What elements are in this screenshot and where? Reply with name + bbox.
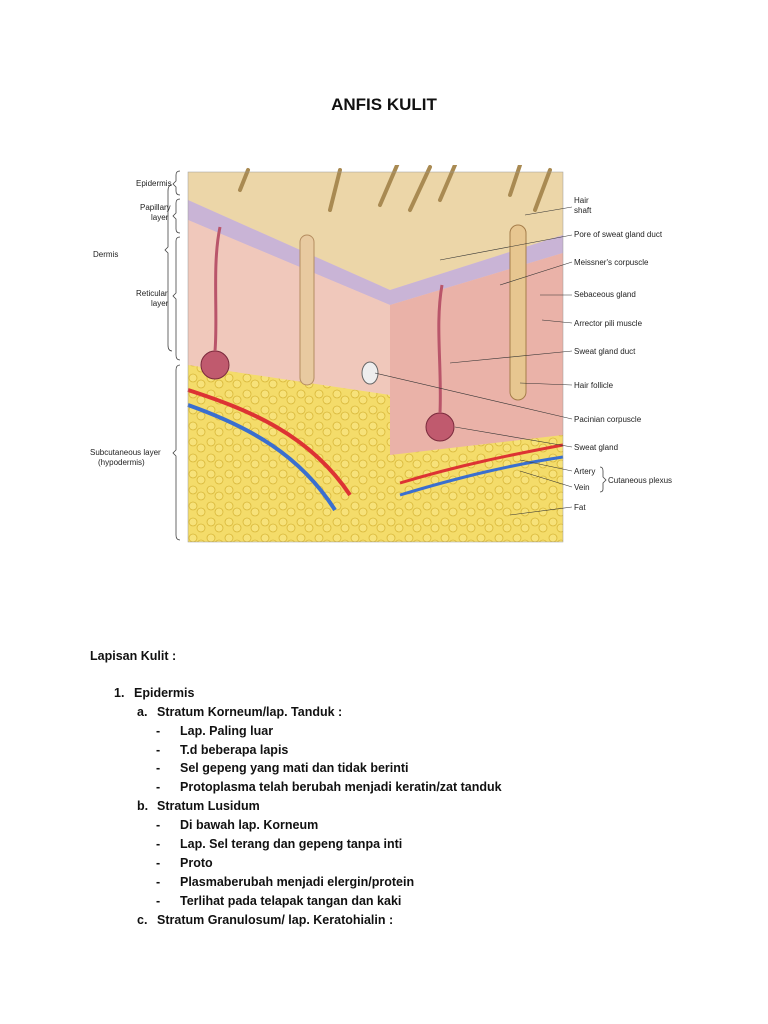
- list-marker: -: [156, 742, 161, 757]
- list-marker: a.: [137, 704, 148, 719]
- list-item-text: Di bawah lap. Korneum: [180, 818, 319, 833]
- label-pacinian: Pacinian corpuscle: [574, 415, 642, 424]
- list-item: - Terlihat pada telapak tangan dan kaki: [90, 892, 690, 911]
- list-item-text: Sel gepeng yang mati dan tidak berinti: [180, 761, 409, 776]
- sweat-gland-right: [425, 412, 455, 442]
- list-marker: -: [156, 874, 161, 889]
- list-marker: c.: [137, 912, 148, 927]
- label-reticular-1: Reticular: [136, 289, 168, 298]
- epidermis-band: [188, 200, 390, 305]
- list-item: - Sel gepeng yang mati dan tidak berinti: [90, 759, 690, 778]
- label-subcutaneous-1: Subcutaneous layer: [90, 448, 161, 457]
- label-papillary-1: Papillary: [140, 203, 171, 212]
- list-item-text: Protoplasma telah berubah menjadi kerati…: [180, 780, 502, 795]
- list-item-text: Proto: [180, 855, 213, 870]
- list-marker: -: [156, 837, 161, 852]
- label-reticular-2: layer: [151, 299, 169, 308]
- list-item: - Di bawah lap. Korneum: [90, 816, 690, 835]
- skin-surface: [188, 172, 563, 290]
- list-item-text: Stratum Granulosum/ lap. Keratohialin :: [157, 912, 394, 927]
- label-sweat-gland: Sweat gland: [574, 443, 618, 452]
- list-marker: -: [156, 893, 161, 908]
- skin-diagram-figure: Epidermis Papillary layer Dermis Reticul…: [80, 165, 690, 550]
- list-item: - Lap. Sel terang dan gepeng tanpa inti: [90, 835, 690, 854]
- list-marker: 1.: [114, 685, 125, 700]
- vein-vessel: [187, 403, 337, 512]
- sweat-gland-left: [200, 350, 230, 380]
- list-item-text: Lap. Sel terang dan gepeng tanpa inti: [180, 837, 403, 852]
- hairs: [238, 165, 552, 212]
- label-hair-shaft-2: shaft: [574, 206, 592, 215]
- list-marker: -: [156, 818, 161, 833]
- label-vein: Vein: [574, 483, 590, 492]
- list-marker: -: [156, 780, 161, 795]
- label-dermis: Dermis: [93, 250, 118, 259]
- list-item: - T.d beberapa lapis: [90, 741, 690, 760]
- list-item: - Protoplasma telah berubah menjadi kerat…: [90, 778, 690, 797]
- label-arrector: Arrector pili muscle: [574, 319, 643, 328]
- list-item-text: T.d beberapa lapis: [180, 742, 289, 757]
- label-fat: Fat: [574, 503, 586, 512]
- label-hair-follicle: Hair follicle: [574, 381, 614, 390]
- fat-layer: [188, 365, 390, 542]
- list-item-text: Epidermis: [134, 685, 195, 700]
- list-marker: b.: [137, 799, 149, 814]
- list-item: - Lap. Paling luar: [90, 722, 690, 741]
- section-heading: Lapisan Kulit :: [90, 649, 177, 663]
- artery-vessel: [187, 388, 352, 497]
- dermis-left-face: [188, 220, 390, 395]
- list-item-text: Lap. Paling luar: [180, 723, 274, 738]
- label-hair-shaft-1: Hair: [574, 196, 589, 205]
- label-pore: Pore of sweat gland duct: [574, 230, 663, 239]
- list-item: b. Stratum Lusidum: [90, 797, 690, 816]
- list-item: - Proto: [90, 854, 690, 873]
- label-sweat-duct: Sweat gland duct: [574, 347, 636, 356]
- list-item-text: Plasmaberubah menjadi elergin/protein: [180, 874, 415, 889]
- left-brackets: [164, 170, 181, 541]
- label-sebaceous: Sebaceous gland: [574, 290, 636, 299]
- list-marker: -: [156, 723, 161, 738]
- leader-lines: [374, 206, 573, 516]
- list-item: 1. Epidermis: [90, 684, 690, 703]
- list-item-text: Stratum Korneum/lap. Tanduk :: [157, 704, 343, 719]
- label-papillary-2: layer: [151, 213, 169, 222]
- list-marker: -: [156, 855, 161, 870]
- skin-diagram: Epidermis Papillary layer Dermis Reticul…: [90, 165, 672, 543]
- hair-follicle-right: [509, 224, 527, 401]
- pacinian-corpuscle: [361, 361, 379, 385]
- page-title: ANFIS KULIT: [331, 95, 437, 114]
- list-item: c. Stratum Granulosum/ lap. Keratohialin …: [90, 911, 690, 930]
- list-item: - Plasmaberubah menjadi elergin/protein: [90, 873, 690, 892]
- label-epidermis: Epidermis: [136, 179, 172, 188]
- label-plexus: Cutaneous plexus: [608, 476, 672, 485]
- list-item: a. Stratum Korneum/lap. Tanduk :: [90, 703, 690, 722]
- list-item-text: Stratum Lusidum: [157, 799, 260, 814]
- hair-follicle-left: [299, 234, 315, 386]
- label-subcutaneous-2: (hypodermis): [98, 458, 145, 467]
- label-artery: Artery: [574, 467, 595, 476]
- list-item-text: Terlihat pada telapak tangan dan kaki: [180, 893, 402, 908]
- list-marker: -: [156, 761, 161, 776]
- skin-illustration: [187, 165, 564, 543]
- label-meissner: Meissner's corpuscle: [574, 258, 649, 267]
- notes-section: Lapisan Kulit : 1. Epidermis a. Stratum Ko…: [90, 647, 690, 929]
